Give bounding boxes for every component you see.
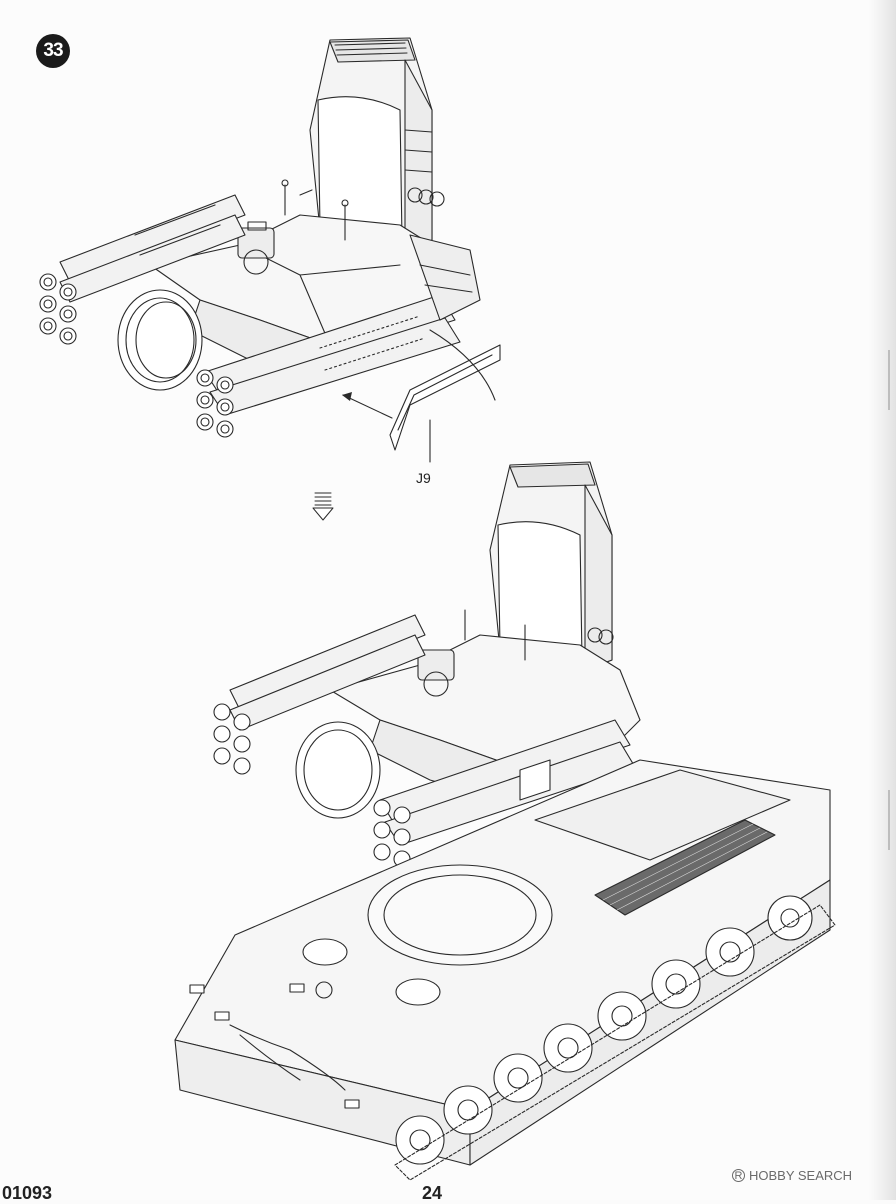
road-wheels (394, 895, 836, 1181)
turret-installed (213, 461, 641, 868)
optics-cupola (237, 221, 275, 275)
page-number: 24 (422, 1183, 443, 1203)
turret-subassembly (39, 37, 481, 438)
part-label-j9: J9 (416, 470, 431, 486)
kit-code: 01093 (2, 1183, 53, 1203)
step-number-badge: 33 (36, 34, 70, 68)
registered-mark-icon: R (732, 1169, 745, 1182)
watermark: R HOBBY SEARCH (732, 1168, 852, 1183)
sight-ring (117, 289, 203, 391)
binding-mark (888, 350, 890, 410)
missile-launcher-right (196, 294, 461, 438)
page-edge-shadow (868, 0, 896, 1200)
down-arrow-icon (312, 492, 334, 521)
binding-mark (888, 790, 890, 850)
radar-antenna (309, 37, 445, 251)
watermark-text: HOBBY SEARCH (749, 1168, 853, 1183)
part-j9-callout (342, 329, 501, 463)
engine-grille (594, 819, 776, 916)
missile-tube-ends-left (39, 273, 77, 345)
